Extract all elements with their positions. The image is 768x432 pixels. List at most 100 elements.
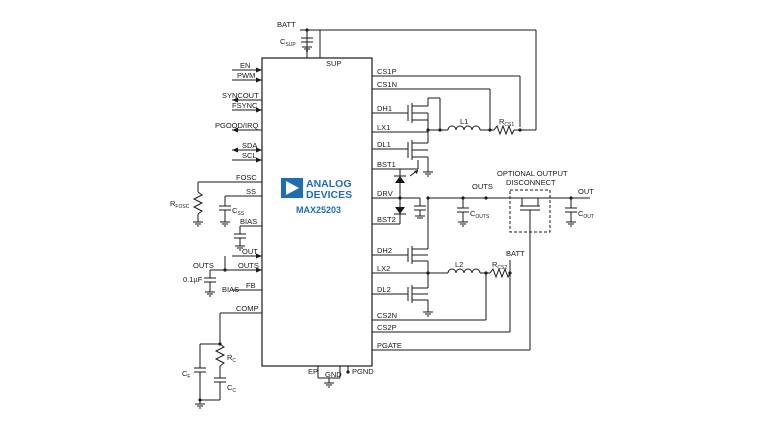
svg-text:COUT: COUT [578, 209, 594, 220]
q2-low-side-mosfet [407, 130, 433, 177]
l2-inductor [447, 268, 481, 274]
disconnect-pmos [520, 197, 540, 222]
csup-sub: SUP [285, 42, 296, 48]
optional-line1: OPTIONAL OUTPUT [497, 169, 568, 178]
pin-bst2: BST2 [377, 215, 396, 224]
cap-value-label: 0.1µF [183, 275, 203, 284]
part-number: MAX25203 [296, 205, 341, 215]
pin-fb: FB [246, 281, 256, 290]
bias-fb-label: BIAS [222, 285, 239, 294]
pin-ep: EP [308, 367, 318, 376]
bias-capacitor [234, 226, 246, 251]
couts-label: C [470, 209, 476, 218]
rfosc-sub: FOSC [175, 204, 189, 210]
cf-sub: F [187, 374, 190, 380]
l1-label: L1 [460, 117, 468, 126]
cc-capacitor [214, 377, 226, 400]
bst1-capacitor [400, 160, 419, 170]
rc-sub: C [232, 358, 236, 364]
css-sub: SS [237, 211, 244, 217]
bst1-diode [394, 175, 406, 183]
logo-line2: DEVICES [306, 189, 352, 201]
css-label: C [232, 206, 238, 215]
pin-pwm: PWM [237, 71, 255, 80]
svg-text:RFOSC: RFOSC [170, 199, 190, 210]
cc-label: C [227, 383, 233, 392]
cf-capacitor [194, 344, 206, 400]
pin-cs2n: CS2N [377, 311, 397, 320]
pin-cs1n: CS1N [377, 80, 397, 89]
svg-text:RC: RC [227, 353, 236, 364]
rcs2-label: R [492, 260, 498, 269]
svg-text:RCS1: RCS1 [499, 117, 514, 128]
pin-pgnd: PGND [352, 367, 374, 376]
bst2-diode [394, 207, 406, 215]
pin-dh2: DH2 [377, 246, 392, 255]
out-label: OUT [578, 187, 594, 196]
svg-text:CSUP: CSUP [280, 37, 296, 48]
right-pin-labels: CS1P CS1N DH1 LX1 DL1 BST1 DRV BST2 DH2 … [377, 67, 402, 350]
pin-pgood: PGOOD/IRQ [215, 121, 259, 130]
svg-text:CC: CC [227, 383, 236, 394]
cf-label: C [182, 369, 188, 378]
cc-sub: C [232, 388, 236, 394]
csup-label: C [280, 37, 286, 46]
svg-text:CF: CF [182, 369, 190, 380]
cout-capacitor [565, 198, 577, 227]
pin-fosc: FOSC [236, 173, 257, 182]
couts-sub: OUTS [475, 214, 490, 220]
rc-resistor [214, 343, 226, 378]
logo-line1: ANALOG [306, 178, 352, 190]
q4-low-side-mosfet [407, 273, 433, 317]
drv-capacitor [400, 197, 426, 219]
l2-label: L2 [455, 260, 463, 269]
rfosc-label: R [170, 199, 176, 208]
rcs1-resistor [493, 124, 515, 136]
pin-comp: COMP [236, 304, 259, 313]
pin-cs1p: CS1P [377, 67, 397, 76]
comp-ground [195, 400, 205, 409]
rcs1-label: R [499, 117, 505, 126]
outs-right-label: OUTS [472, 182, 493, 191]
rcs2-resistor [489, 267, 511, 279]
analog-devices-logo: ANALOG DEVICES MAX25203 [281, 178, 352, 215]
pin-bias: BIAS [240, 217, 257, 226]
outs-capacitor [204, 270, 216, 297]
svg-text:COUTS: COUTS [470, 209, 490, 220]
batt-top-label: BATT [277, 20, 296, 29]
pin-out: OUT [242, 247, 258, 256]
pin-en: EN [240, 61, 250, 70]
q3-high-side-mosfet [407, 198, 429, 273]
couts-capacitor [457, 198, 469, 227]
pin-lx2: LX2 [377, 264, 390, 273]
rcs2-sub: CS2 [497, 265, 507, 271]
pin-dh1: DH1 [377, 104, 392, 113]
svg-text:CSS: CSS [232, 206, 245, 217]
q1-high-side-mosfet [407, 97, 441, 130]
pin-cs2p: CS2P [377, 323, 397, 332]
pin-pgate: PGATE [377, 341, 402, 350]
bottom-ground [324, 378, 334, 388]
pin-sda: SDA [242, 141, 257, 150]
pin-lx1: LX1 [377, 123, 390, 132]
svg-text:RCS2: RCS2 [492, 260, 507, 271]
pin-drv: DRV [377, 189, 393, 198]
ic-body [261, 57, 373, 367]
l1-inductor [447, 125, 481, 131]
batt-right-label: BATT [506, 249, 525, 258]
rc-label: R [227, 353, 233, 362]
cout-sub: OUT [583, 214, 594, 220]
csup-capacitor [301, 37, 313, 52]
pin-sup: SUP [326, 59, 341, 68]
pin-dl1: DL1 [377, 140, 391, 149]
outs-left-label: OUTS [193, 261, 214, 270]
rcs1-sub: CS1 [504, 122, 514, 128]
pin-scl: SCL [242, 151, 257, 160]
pin-fsync: FSYNC [232, 101, 258, 110]
pin-syncout: SYNCOUT [222, 91, 259, 100]
cout-label: C [578, 209, 584, 218]
rfosc-resistor [192, 182, 204, 227]
css-capacitor [219, 196, 231, 227]
pin-bst1: BST1 [377, 160, 396, 169]
